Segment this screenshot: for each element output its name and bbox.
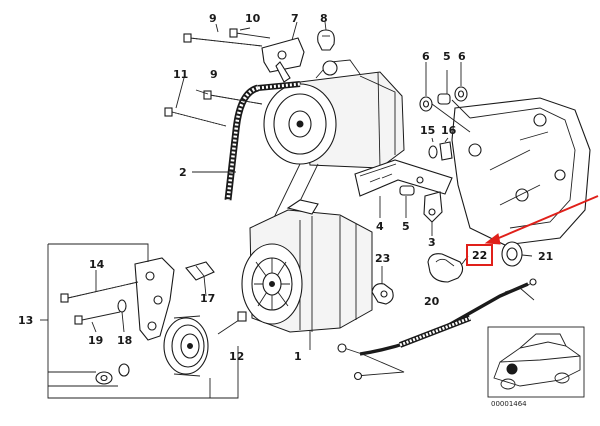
part-labels: 9 10 7 8 11 9 6 5 6 15 16 2 4 5 3 22 21 … — [18, 12, 553, 363]
highlight-box — [466, 244, 493, 266]
sleeve-5-top — [437, 93, 451, 105]
label-19: 19 — [88, 334, 103, 347]
bushing-6-right — [454, 86, 468, 102]
label-3: 3 — [428, 236, 436, 249]
clip-23 — [371, 266, 394, 305]
label-10: 10 — [245, 12, 261, 25]
bolt-14 — [60, 281, 139, 303]
bolt-9-top — [183, 33, 263, 47]
alternator-1 — [241, 199, 373, 350]
cable-20 — [337, 278, 537, 381]
label-23: 23 — [375, 252, 390, 265]
sleeve-5-lower — [399, 185, 415, 196]
car-locator-inset: 00001464 — [487, 326, 585, 408]
bolt-12 — [217, 311, 247, 335]
label-6-left: 6 — [422, 50, 430, 63]
label-5-top: 5 — [443, 50, 451, 63]
label-20: 20 — [424, 295, 440, 308]
label-8: 8 — [320, 12, 328, 25]
label-13: 13 — [18, 314, 33, 327]
label-21: 21 — [538, 250, 553, 263]
label-2: 2 — [179, 166, 187, 179]
clip-8 — [317, 29, 335, 51]
grommet-21 — [501, 241, 533, 267]
bolt-19 — [74, 311, 121, 325]
bolt-9-lower — [203, 90, 263, 105]
label-16: 16 — [441, 124, 457, 137]
highlight-arrow — [493, 195, 599, 241]
group-bracket-13 — [47, 244, 211, 399]
bolt-10 — [229, 28, 271, 39]
label-11: 11 — [173, 68, 188, 81]
highlight-arrowhead — [484, 233, 501, 245]
bushing-6-left — [419, 96, 433, 112]
label-9-lower: 9 — [210, 68, 218, 81]
cable-clamp-22 — [427, 253, 464, 283]
washer-18 — [117, 299, 127, 313]
leader-lines — [91, 21, 469, 333]
label-9-top: 9 — [209, 12, 217, 25]
label-6-right: 6 — [458, 50, 466, 63]
bolt-11 — [164, 107, 227, 127]
mount-bracket-13 — [134, 257, 175, 341]
washer-13-lower — [118, 363, 130, 377]
tension-bracket-4 — [354, 159, 453, 197]
label-12: 12 — [229, 350, 244, 363]
label-14: 14 — [89, 258, 105, 271]
nut-13-lower — [95, 371, 113, 385]
label-22: 22 — [472, 249, 487, 262]
mounting-bracket — [451, 97, 591, 246]
engine-location-dot — [506, 363, 518, 375]
bracket-3 — [423, 191, 443, 232]
washer-15 — [428, 145, 438, 159]
label-4: 4 — [376, 220, 384, 233]
label-18: 18 — [117, 334, 132, 347]
diagram-code: 00001464 — [491, 400, 527, 408]
label-15: 15 — [420, 124, 435, 137]
pulley — [163, 315, 209, 377]
sleeve-17 — [185, 261, 215, 281]
label-1: 1 — [294, 350, 302, 363]
label-17: 17 — [200, 292, 215, 305]
highlight-part-22 — [466, 195, 599, 266]
label-7: 7 — [291, 12, 299, 25]
bracket-7 — [261, 37, 305, 83]
nut-16 — [439, 141, 453, 161]
label-5-lower: 5 — [402, 220, 410, 233]
